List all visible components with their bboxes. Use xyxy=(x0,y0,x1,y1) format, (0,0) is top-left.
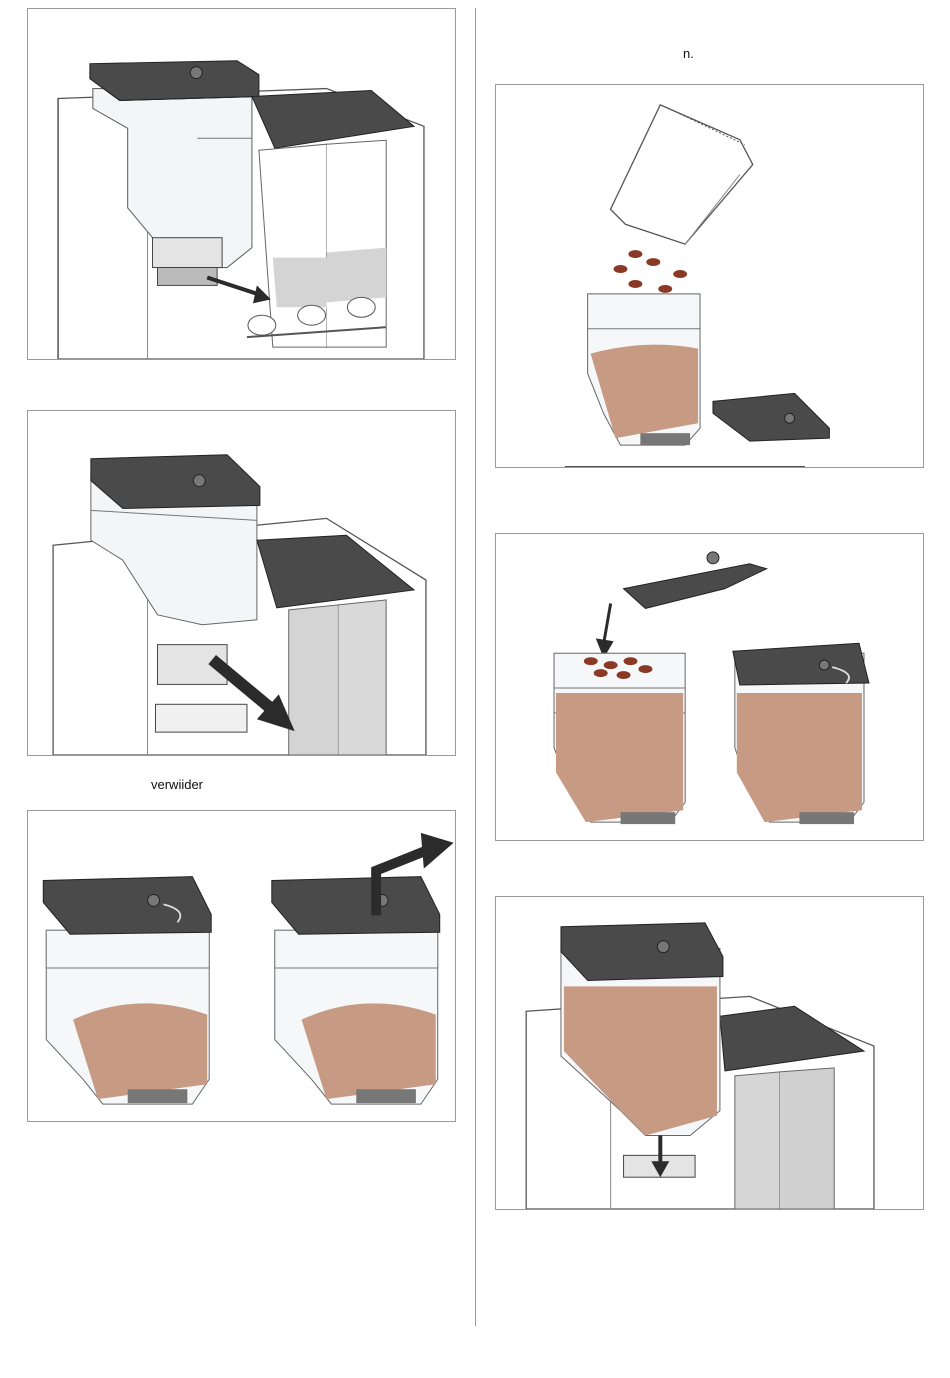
pour-beans-icon xyxy=(496,85,923,467)
machine-remove-container-icon xyxy=(28,411,455,755)
figure-pour-beans xyxy=(495,84,924,468)
figure-machine-lid-lifted xyxy=(27,8,456,360)
figure-insert-container xyxy=(495,896,924,1210)
top-right-caption: n. xyxy=(683,46,694,61)
figure-unlock-lid xyxy=(27,810,456,1122)
machine-insert-container-icon xyxy=(496,897,923,1209)
container-unlock-lid-icon xyxy=(28,811,455,1121)
fig4-baseline xyxy=(565,466,805,467)
figure-close-lid xyxy=(495,533,924,841)
figure-remove-container xyxy=(27,410,456,756)
remove-caption: verwiider xyxy=(151,777,203,792)
column-divider xyxy=(475,8,476,1326)
machine-lift-lid-icon xyxy=(28,9,455,359)
container-close-lid-icon xyxy=(496,534,923,840)
